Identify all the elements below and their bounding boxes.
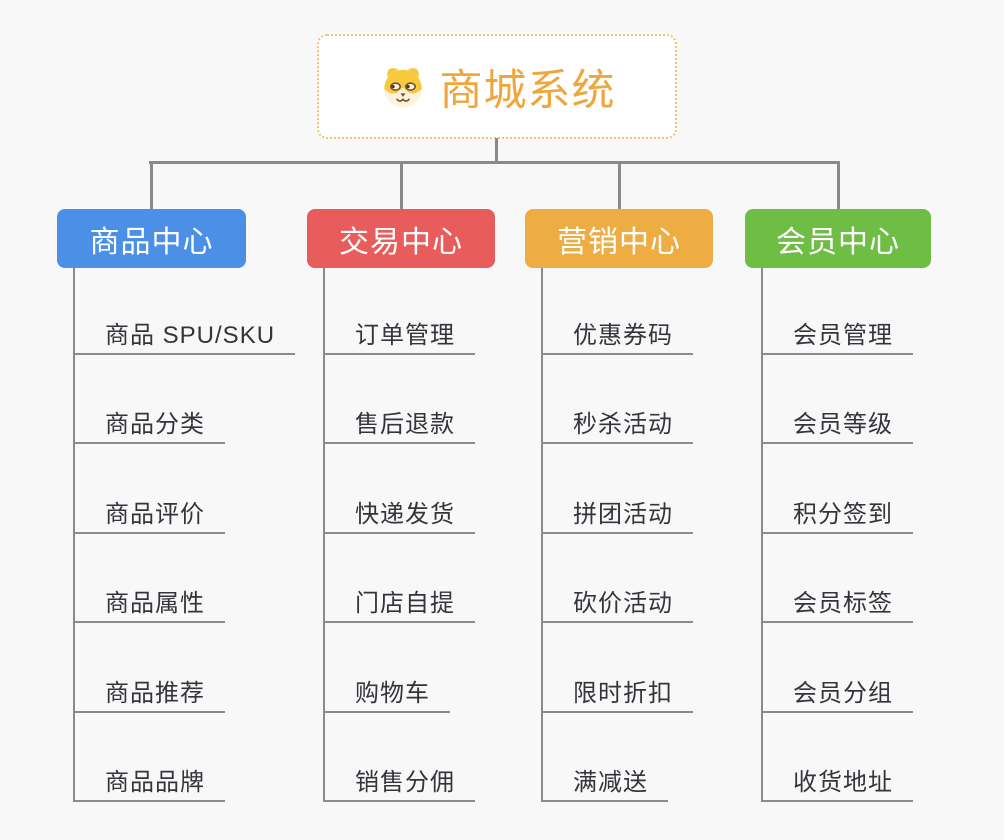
branch-item[interactable]: 商品分类 bbox=[73, 402, 225, 444]
branch-header-3[interactable]: 会员中心 bbox=[745, 209, 931, 268]
branch-item-label: 快递发货 bbox=[355, 501, 455, 528]
branch-item[interactable]: 会员分组 bbox=[761, 671, 913, 713]
branch-item[interactable]: 销售分佣 bbox=[323, 760, 475, 802]
branch-item[interactable]: 收货地址 bbox=[761, 760, 913, 802]
connector-drop-line bbox=[150, 161, 153, 209]
branch-item-label: 商品推荐 bbox=[105, 680, 205, 707]
branch-trunk-line bbox=[541, 268, 543, 802]
branch-header-1[interactable]: 交易中心 bbox=[307, 209, 495, 268]
branch-item-label: 商品 SPU/SKU bbox=[105, 322, 276, 349]
branch-item-label: 收货地址 bbox=[793, 769, 893, 796]
connector-drop-line bbox=[400, 161, 403, 209]
branch-item-label: 积分签到 bbox=[793, 501, 893, 528]
branch-item-label: 商品品牌 bbox=[105, 769, 205, 796]
branch-item-label: 购物车 bbox=[355, 680, 430, 707]
branch-item[interactable]: 快递发货 bbox=[323, 492, 475, 534]
branch-item[interactable]: 砍价活动 bbox=[541, 581, 693, 623]
branch-item[interactable]: 售后退款 bbox=[323, 402, 475, 444]
branch-item-label: 商品分类 bbox=[105, 411, 205, 438]
branch-item-label: 拼团活动 bbox=[573, 501, 673, 528]
branch-header-label: 商品中心 bbox=[89, 225, 214, 259]
connector-drop-line bbox=[837, 161, 840, 209]
connector-horizontal-line bbox=[149, 161, 839, 164]
dog-face-icon bbox=[383, 67, 422, 107]
connector-drop-line bbox=[618, 161, 621, 209]
branch-item[interactable]: 满减送 bbox=[541, 760, 668, 802]
branch-item[interactable]: 会员标签 bbox=[761, 581, 913, 623]
branch-item[interactable]: 门店自提 bbox=[323, 581, 475, 623]
branch-header-0[interactable]: 商品中心 bbox=[57, 209, 246, 268]
root-node[interactable]: 商城系统 bbox=[317, 34, 677, 139]
branch-item[interactable]: 会员管理 bbox=[761, 313, 913, 355]
branch-trunk-line bbox=[73, 268, 75, 802]
branch-item[interactable]: 商品评价 bbox=[73, 492, 225, 534]
branch-item-label: 满减送 bbox=[573, 769, 648, 796]
branch-item-label: 优惠券码 bbox=[573, 322, 673, 349]
branch-item-label: 会员分组 bbox=[793, 680, 893, 707]
branch-header-label: 营销中心 bbox=[557, 225, 681, 259]
branch-item[interactable]: 商品推荐 bbox=[73, 671, 225, 713]
branch-item[interactable]: 商品属性 bbox=[73, 581, 225, 623]
branch-item-label: 砍价活动 bbox=[573, 590, 673, 617]
branch-item-label: 商品属性 bbox=[105, 590, 205, 617]
branch-item-label: 商品评价 bbox=[105, 501, 205, 528]
branch-item-label: 销售分佣 bbox=[355, 769, 455, 796]
branch-header-label: 会员中心 bbox=[776, 225, 900, 259]
branch-item[interactable]: 会员等级 bbox=[761, 402, 913, 444]
branch-item[interactable]: 秒杀活动 bbox=[541, 402, 693, 444]
root-label: 商城系统 bbox=[439, 66, 616, 115]
branch-item-label: 订单管理 bbox=[355, 322, 455, 349]
branch-item-label: 会员等级 bbox=[793, 411, 893, 438]
branch-item[interactable]: 购物车 bbox=[323, 671, 450, 713]
branch-trunk-line bbox=[323, 268, 325, 802]
branch-item-label: 会员标签 bbox=[793, 590, 893, 617]
branch-item[interactable]: 订单管理 bbox=[323, 313, 475, 355]
branch-header-label: 交易中心 bbox=[339, 225, 463, 259]
branch-item[interactable]: 优惠券码 bbox=[541, 313, 693, 355]
connector-root-stub bbox=[495, 138, 498, 163]
branch-item-label: 售后退款 bbox=[355, 411, 455, 438]
branch-item[interactable]: 限时折扣 bbox=[541, 671, 693, 713]
branch-item-label: 会员管理 bbox=[793, 322, 893, 349]
branch-trunk-line bbox=[761, 268, 763, 802]
branch-item[interactable]: 商品品牌 bbox=[73, 760, 225, 802]
branch-item[interactable]: 积分签到 bbox=[761, 492, 913, 534]
branch-item-label: 门店自提 bbox=[355, 590, 455, 617]
branch-item-label: 限时折扣 bbox=[573, 680, 673, 707]
branch-header-2[interactable]: 营销中心 bbox=[525, 209, 713, 268]
branch-item-label: 秒杀活动 bbox=[573, 411, 673, 438]
branch-item[interactable]: 商品 SPU/SKU bbox=[73, 313, 296, 355]
branch-item[interactable]: 拼团活动 bbox=[541, 492, 693, 534]
